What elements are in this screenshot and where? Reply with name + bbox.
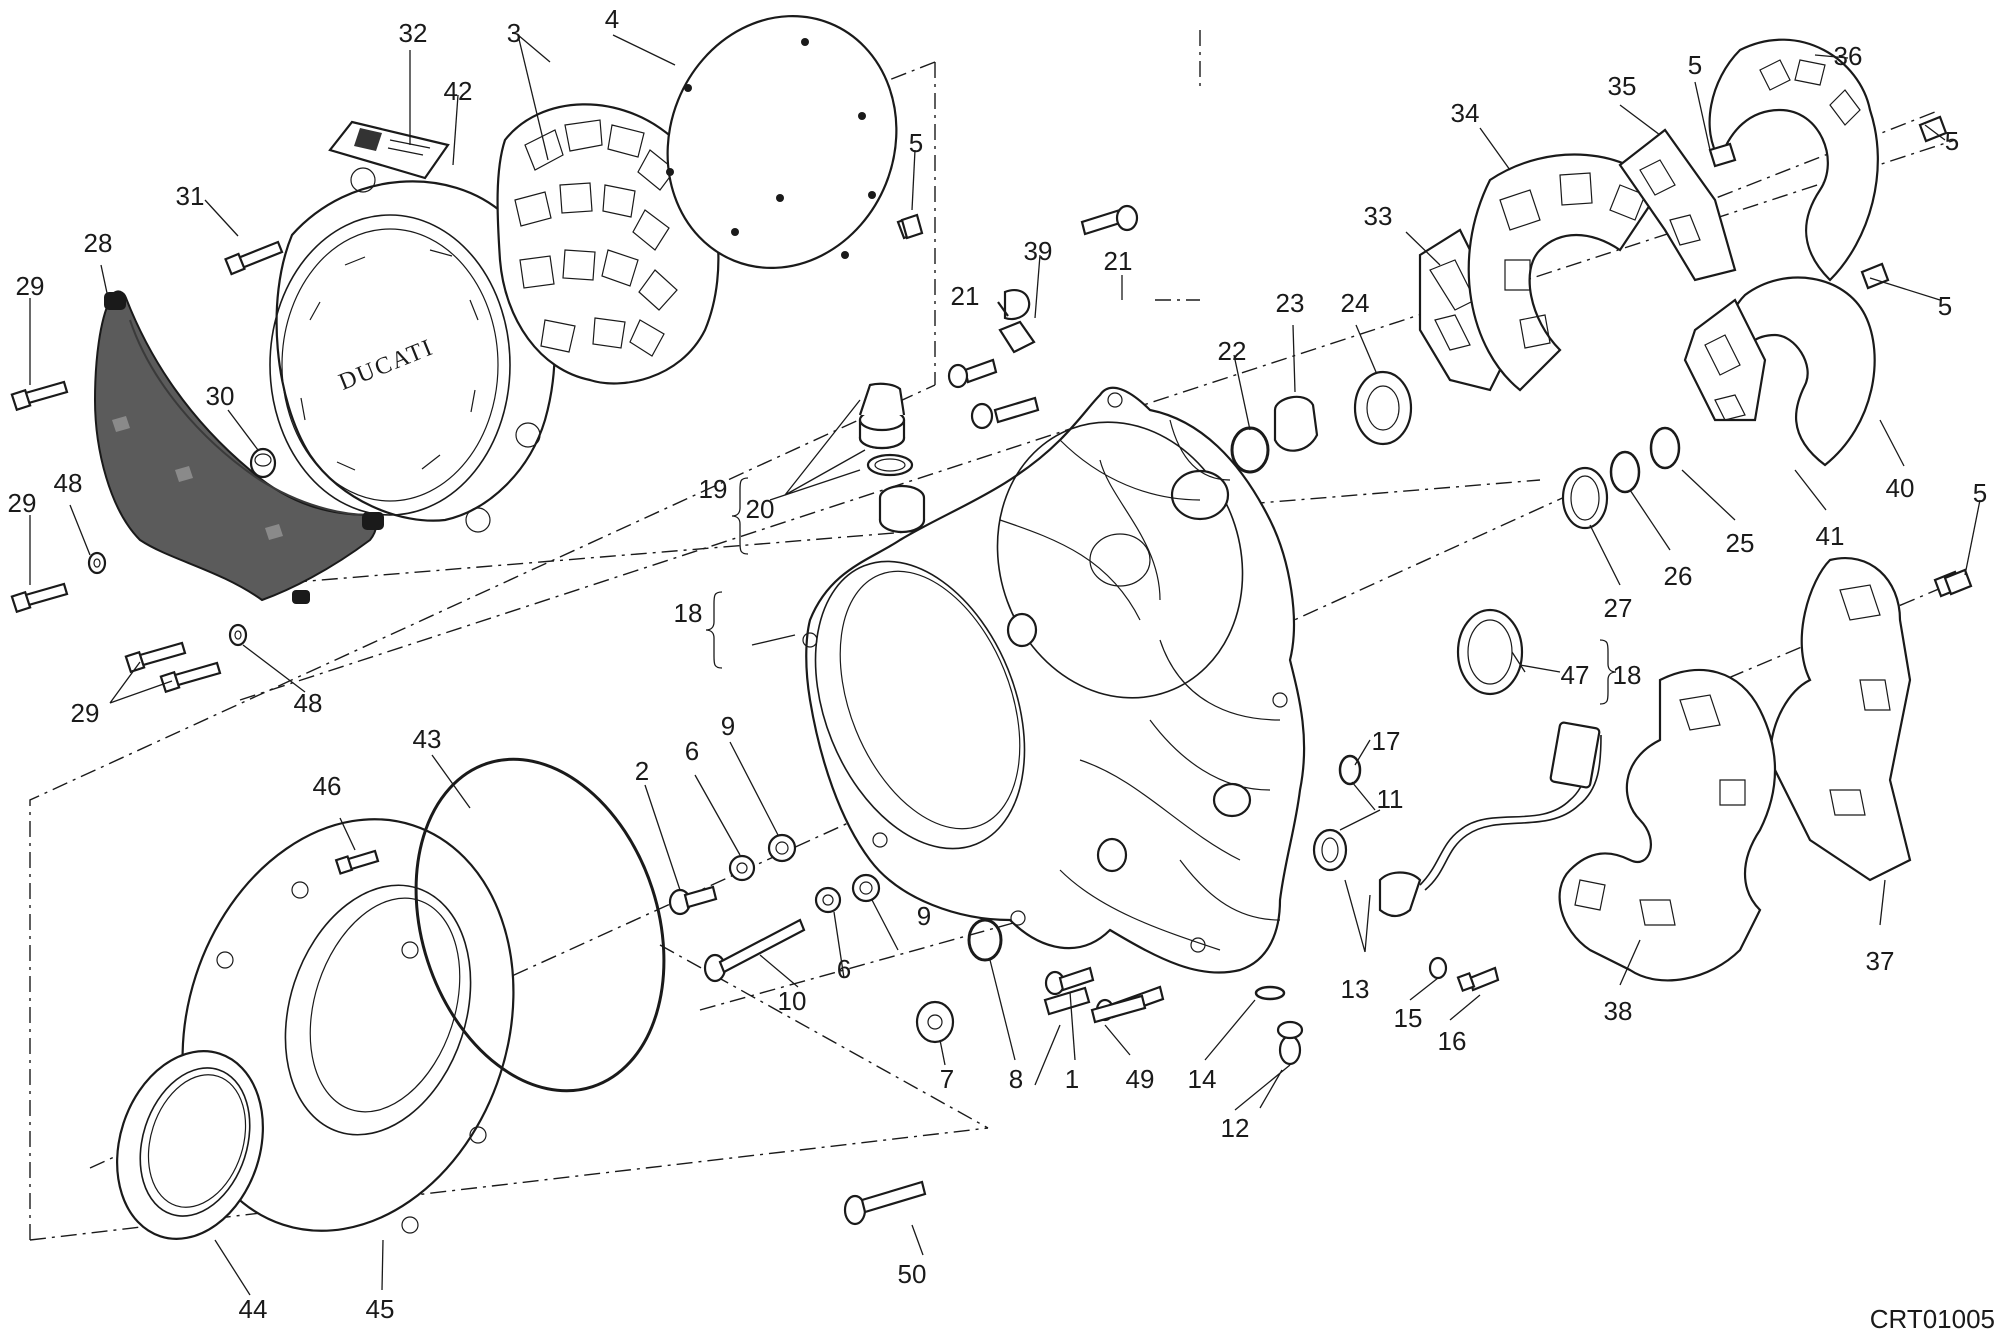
callout-32: 32 bbox=[399, 18, 428, 48]
callout-31: 31 bbox=[176, 181, 205, 211]
callout-19: 19 bbox=[699, 474, 728, 504]
crankcase-cover bbox=[802, 386, 1306, 974]
callout-5e: 5 bbox=[1973, 478, 1987, 508]
callout-16: 16 bbox=[1438, 1026, 1467, 1056]
callout-24: 24 bbox=[1341, 288, 1370, 318]
callout-2: 2 bbox=[635, 756, 649, 786]
callout-29a: 29 bbox=[16, 271, 45, 301]
callout-9b: 9 bbox=[917, 901, 931, 931]
callout-21b: 21 bbox=[1104, 246, 1133, 276]
callout-3: 3 bbox=[507, 18, 521, 48]
callout-28: 28 bbox=[84, 228, 113, 258]
callout-11: 11 bbox=[1377, 784, 1404, 814]
clutch-guard bbox=[93, 290, 384, 604]
callout-6a: 6 bbox=[685, 736, 699, 766]
callout-29b: 29 bbox=[8, 488, 37, 518]
pressure-plate bbox=[496, 103, 720, 385]
callout-36: 36 bbox=[1834, 41, 1863, 71]
plates-upper-right bbox=[1418, 38, 1879, 467]
callout-47: 47 bbox=[1561, 660, 1590, 690]
callout-48b: 48 bbox=[294, 688, 323, 718]
o-ring-large bbox=[414, 757, 666, 1093]
callout-5b: 5 bbox=[1688, 50, 1702, 80]
callout-29c: 29 bbox=[71, 698, 100, 728]
callout-23: 23 bbox=[1276, 288, 1305, 318]
callout-50: 50 bbox=[898, 1259, 927, 1289]
callout-18b: 18 bbox=[1613, 660, 1642, 690]
callout-17: 17 bbox=[1372, 726, 1401, 756]
callout-34: 34 bbox=[1451, 98, 1480, 128]
callout-46: 46 bbox=[313, 771, 342, 801]
callout-33: 33 bbox=[1364, 201, 1393, 231]
callout-13: 13 bbox=[1341, 974, 1370, 1004]
callout-6b: 6 bbox=[837, 954, 851, 984]
outer-cover-ring bbox=[181, 818, 515, 1234]
bracket-marks bbox=[705, 477, 1617, 705]
oil-filler-cap bbox=[858, 382, 914, 477]
callout-15: 15 bbox=[1394, 1003, 1423, 1033]
callout-12: 12 bbox=[1221, 1113, 1250, 1143]
callout-5d: 5 bbox=[1938, 291, 1952, 321]
callout-44: 44 bbox=[239, 1294, 268, 1324]
screw-46 bbox=[334, 849, 380, 875]
callout-43: 43 bbox=[413, 724, 442, 754]
callout-39: 39 bbox=[1024, 236, 1053, 266]
callout-21a: 21 bbox=[951, 281, 980, 311]
callout-40: 40 bbox=[1886, 473, 1915, 503]
callout-7: 7 bbox=[940, 1064, 954, 1094]
callout-27: 27 bbox=[1604, 593, 1633, 623]
screws-left bbox=[10, 215, 920, 694]
callout-10: 10 bbox=[778, 986, 807, 1016]
callout-1: 1 bbox=[1065, 1064, 1079, 1094]
callout-9a: 9 bbox=[721, 711, 735, 741]
callout-30: 30 bbox=[206, 381, 235, 411]
callout-35: 35 bbox=[1608, 71, 1637, 101]
callout-22: 22 bbox=[1218, 336, 1247, 366]
leader-lines bbox=[29, 34, 1981, 1296]
screws-5 bbox=[900, 115, 1973, 596]
gasket-disc bbox=[666, 15, 898, 269]
callout-14: 14 bbox=[1188, 1064, 1217, 1094]
callout-20: 20 bbox=[746, 494, 775, 524]
clutch-cover: DUCATI bbox=[269, 167, 556, 533]
callout-5c: 5 bbox=[1945, 126, 1959, 156]
callout-18a: 18 bbox=[674, 598, 703, 628]
callout-8: 8 bbox=[1009, 1064, 1023, 1094]
drawing-code: CRT01005 bbox=[1870, 1304, 1995, 1334]
callout-45: 45 bbox=[366, 1294, 395, 1324]
callout-25: 25 bbox=[1726, 528, 1755, 558]
small-fasteners bbox=[668, 721, 1602, 1226]
callout-38: 38 bbox=[1604, 996, 1633, 1026]
callout-37: 37 bbox=[1866, 946, 1895, 976]
callout-labels: 1 2 3 4 5 5 5 5 5 6 6 7 8 9 9 10 11 12 1… bbox=[8, 4, 1988, 1324]
callout-41: 41 bbox=[1816, 521, 1845, 551]
callout-49: 49 bbox=[1126, 1064, 1155, 1094]
callout-5a: 5 bbox=[909, 128, 923, 158]
callout-26: 26 bbox=[1664, 561, 1693, 591]
decal bbox=[328, 120, 450, 180]
callout-4: 4 bbox=[605, 4, 619, 34]
callout-48a: 48 bbox=[54, 468, 83, 498]
plates-lower-right bbox=[1558, 557, 1963, 982]
callout-42: 42 bbox=[444, 76, 473, 106]
oil-seal-large bbox=[116, 1050, 264, 1240]
seals-right bbox=[1456, 426, 1681, 696]
